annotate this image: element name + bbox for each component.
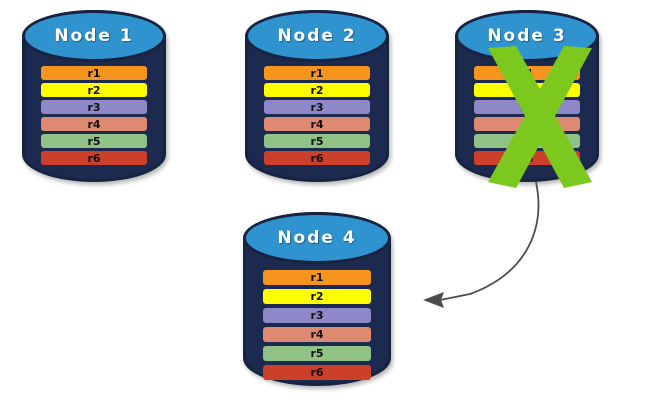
row-label: r4 xyxy=(520,117,534,131)
node-2-row-r6[interactable]: r6 xyxy=(264,151,370,165)
row-label: r6 xyxy=(520,151,534,165)
row-label: r1 xyxy=(520,66,534,80)
row-label: r2 xyxy=(87,83,101,97)
node-2-row-r2[interactable]: r2 xyxy=(264,83,370,97)
row-label: r6 xyxy=(310,366,324,379)
row-label: r5 xyxy=(87,134,101,148)
row-label: r5 xyxy=(310,347,324,360)
node-4-row-r1[interactable]: r1 xyxy=(263,270,371,285)
node-2-rows: r1 r2 r3 r4 r5 r6 xyxy=(245,66,389,165)
node-2-row-r4[interactable]: r4 xyxy=(264,117,370,131)
row-label: r4 xyxy=(310,117,324,131)
node-4-title: Node 4 xyxy=(277,228,357,248)
node-4-rows: r1 r2 r3 r4 r5 r6 xyxy=(243,270,391,380)
node-1-row-r3[interactable]: r3 xyxy=(41,100,147,114)
row-label: r2 xyxy=(310,83,324,97)
node-3-cylinder[interactable]: Node 3 r1 r2 r3 r4 r5 r6 xyxy=(455,10,599,182)
arrowhead-icon xyxy=(423,292,444,308)
node-2-cylinder[interactable]: Node 2 r1 r2 r3 r4 r5 r6 xyxy=(245,10,389,182)
row-label: r4 xyxy=(87,117,101,131)
node-4-row-r2[interactable]: r2 xyxy=(263,289,371,304)
node-1-cylinder[interactable]: Node 1 r1 r2 r3 r4 r5 r6 xyxy=(22,10,166,182)
node-2-row-r1[interactable]: r1 xyxy=(264,66,370,80)
node-4-row-r3[interactable]: r3 xyxy=(263,308,371,323)
node-3-rows: r1 r2 r3 r4 r5 r6 xyxy=(455,66,599,165)
node-4-row-r5[interactable]: r5 xyxy=(263,346,371,361)
node-1-rows: r1 r2 r3 r4 r5 r6 xyxy=(22,66,166,165)
node-1-row-r2[interactable]: r2 xyxy=(41,83,147,97)
node-3-row-r4[interactable]: r4 xyxy=(474,117,580,131)
node-2-row-r3[interactable]: r3 xyxy=(264,100,370,114)
node-3-title: Node 3 xyxy=(487,26,567,46)
node-3-row-r1[interactable]: r1 xyxy=(474,66,580,80)
node-4-row-r6[interactable]: r6 xyxy=(263,365,371,380)
row-label: r5 xyxy=(520,134,534,148)
node-2-row-r5[interactable]: r5 xyxy=(264,134,370,148)
node-1-row-r1[interactable]: r1 xyxy=(41,66,147,80)
row-label: r3 xyxy=(520,100,534,114)
row-label: r3 xyxy=(87,100,101,114)
node-3-row-r5[interactable]: r5 xyxy=(474,134,580,148)
node-1-row-r5[interactable]: r5 xyxy=(41,134,147,148)
node-1-row-r4[interactable]: r4 xyxy=(41,117,147,131)
node-1-title: Node 1 xyxy=(54,26,134,46)
row-label: r6 xyxy=(310,151,324,165)
node-4-cylinder[interactable]: Node 4 r1 r2 r3 r4 r5 r6 xyxy=(243,212,391,386)
row-label: r3 xyxy=(310,100,324,114)
row-label: r1 xyxy=(310,271,324,284)
row-label: r3 xyxy=(310,309,324,322)
node-3-row-r2[interactable]: r2 xyxy=(474,83,580,97)
node-4-row-r4[interactable]: r4 xyxy=(263,327,371,342)
row-label: r4 xyxy=(310,328,324,341)
row-label: r2 xyxy=(310,290,324,303)
node-2-top-disc: Node 2 xyxy=(245,10,389,62)
row-label: r1 xyxy=(310,66,324,80)
row-label: r6 xyxy=(87,151,101,165)
node-2-title: Node 2 xyxy=(277,26,357,46)
node-3-row-r3[interactable]: r3 xyxy=(474,100,580,114)
node-4-top-disc: Node 4 xyxy=(243,212,391,264)
row-label: r5 xyxy=(310,134,324,148)
node-1-top-disc: Node 1 xyxy=(22,10,166,62)
node-3-row-r6[interactable]: r6 xyxy=(474,151,580,165)
node-1-row-r6[interactable]: r6 xyxy=(41,151,147,165)
node-3-top-disc: Node 3 xyxy=(455,10,599,62)
row-label: r2 xyxy=(520,83,534,97)
row-label: r1 xyxy=(87,66,101,80)
